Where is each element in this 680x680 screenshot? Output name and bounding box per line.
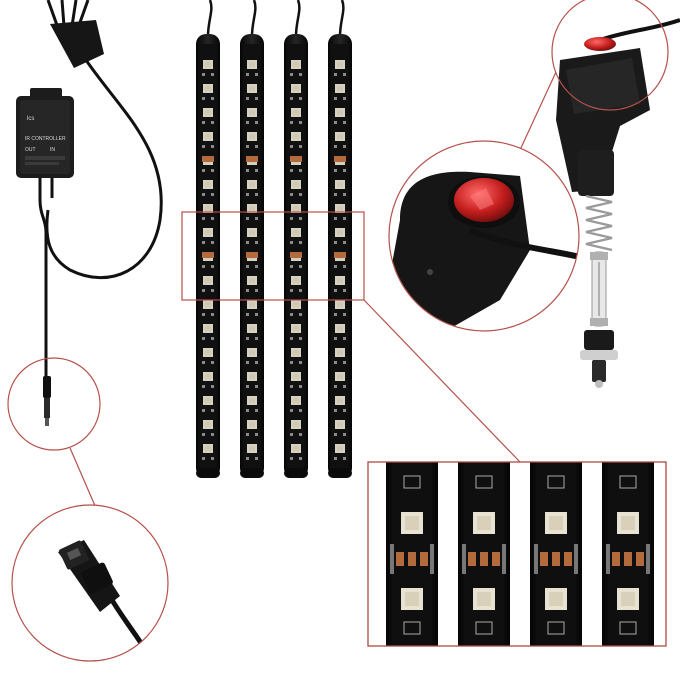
- led-strips: [196, 0, 352, 478]
- led-strip-3: [284, 0, 308, 478]
- zoom-strip-1: [386, 462, 438, 646]
- zoom-strip-4: [602, 462, 654, 646]
- usb-callout-circle: [7, 357, 101, 451]
- switch-callout-small: [551, 0, 669, 111]
- strip-detail-box: [181, 211, 365, 301]
- led-strip-2: [240, 0, 264, 478]
- zoom-strip-2: [458, 462, 510, 646]
- led-strip-1: [196, 0, 220, 478]
- ir-controller-icon: lcs IR CONTROLLER OUT IN: [16, 0, 163, 426]
- led-strip-4: [328, 0, 352, 478]
- switch-callout-line: [519, 71, 557, 151]
- strip-callout-line: [363, 299, 521, 463]
- strip-zoom-inset: [367, 461, 667, 647]
- switch-zoom-inset: [388, 140, 580, 332]
- controller-out-label: OUT: [25, 147, 36, 153]
- cigarette-lighter-plug-icon: [556, 18, 680, 388]
- controller-label: IR CONTROLLER: [25, 136, 66, 142]
- usb-callout-line: [69, 447, 97, 509]
- controller-brand: lcs: [27, 116, 34, 122]
- controller-in-label: IN: [50, 147, 55, 153]
- zoom-strip-3: [530, 462, 582, 646]
- usb-plug-zoom-inset: [11, 504, 169, 662]
